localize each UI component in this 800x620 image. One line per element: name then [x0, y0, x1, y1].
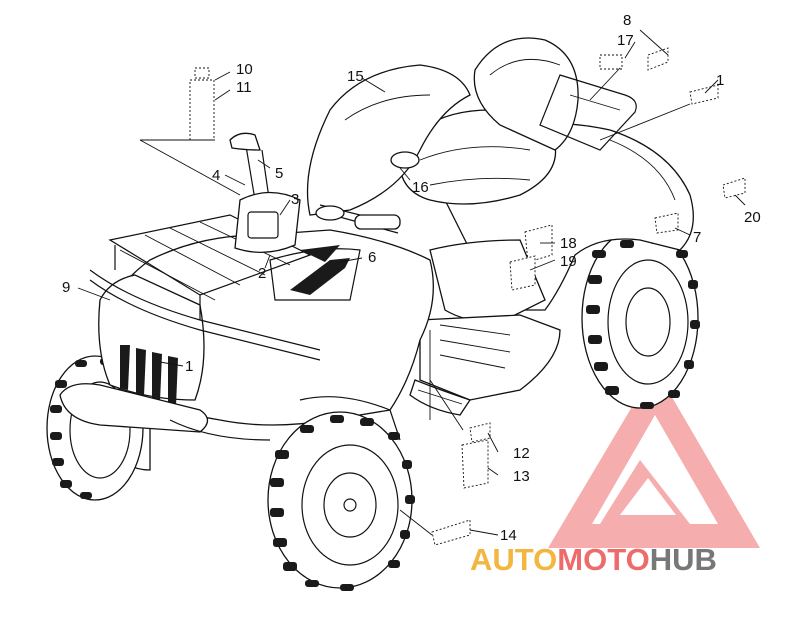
- decal-14: [431, 519, 471, 546]
- callout-19: 19: [560, 253, 577, 270]
- front-grille: [120, 345, 178, 406]
- decal-7: [654, 212, 679, 234]
- callout-17: 17: [617, 32, 634, 49]
- decal-12: [469, 422, 491, 443]
- decal-11: [189, 79, 215, 141]
- decal-19: [509, 255, 536, 291]
- leader-lines: [77, 29, 746, 536]
- atv-body: [59, 37, 694, 441]
- decal-13: [461, 439, 489, 489]
- callout-13: 13: [513, 468, 530, 485]
- watermark-text: AUTOMOTOHUB: [470, 542, 717, 577]
- callout-7: 7: [693, 229, 701, 246]
- callout-18: 18: [560, 235, 577, 252]
- decal-8: [647, 47, 669, 71]
- decal-18: [524, 224, 553, 263]
- callout-12: 12: [513, 445, 530, 462]
- callout-1-rear: 1: [716, 72, 724, 89]
- decal-20: [722, 177, 746, 199]
- callout-4: 4: [212, 167, 220, 184]
- callout-3: 3: [291, 191, 299, 208]
- front-right-wheel: [267, 411, 415, 591]
- callout-6: 6: [368, 249, 376, 266]
- callout-9: 9: [62, 279, 70, 296]
- callout-20: 20: [744, 209, 761, 226]
- callout-15: 15: [347, 68, 364, 85]
- callout-8: 8: [623, 12, 631, 29]
- callout-labels: 10 11 8 17 1 15 16 5 4 3 2 6 9 1 18 19 7…: [62, 12, 761, 544]
- callout-11: 11: [236, 79, 252, 96]
- decal-10: [194, 67, 210, 79]
- watermark-logo: [548, 368, 760, 548]
- decal-1-rear: [689, 84, 719, 105]
- callout-5: 5: [275, 165, 283, 182]
- decal-17: [599, 54, 623, 70]
- callout-16: 16: [412, 179, 429, 196]
- callout-1-front: 1: [185, 358, 193, 375]
- callout-14: 14: [500, 527, 517, 544]
- rear-right-wheel: [581, 227, 700, 409]
- callout-10: 10: [236, 61, 253, 78]
- callout-2: 2: [258, 265, 266, 282]
